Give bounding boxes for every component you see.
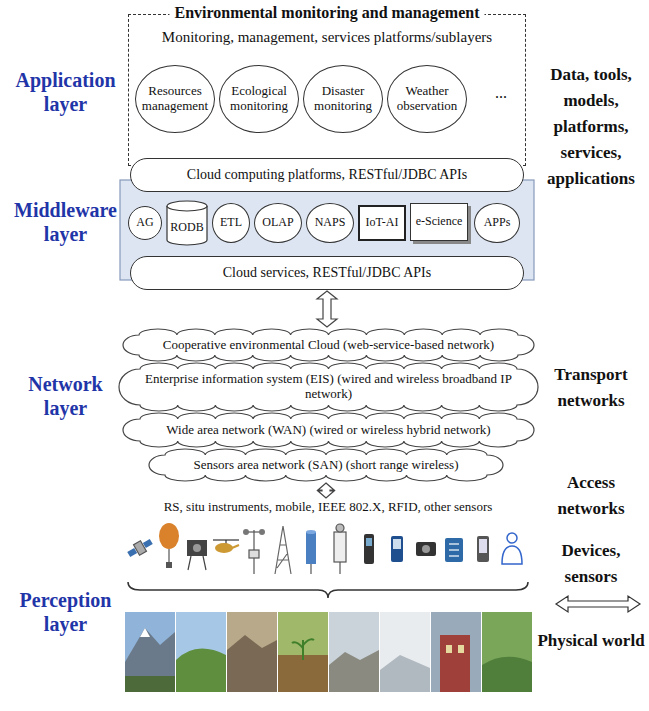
camera-box-icon: [187, 540, 207, 570]
side-label: Devices, sensors: [536, 538, 646, 590]
layer-label: Middleware layer: [8, 198, 123, 246]
ellipse-node: Weather observation: [387, 65, 467, 133]
photo-tile: [380, 612, 430, 692]
photo-tile: [227, 612, 277, 692]
node-text: AG: [136, 216, 153, 229]
node-text: ETL: [220, 216, 242, 229]
side-label: Transport networks: [536, 362, 646, 414]
brace: [128, 582, 528, 598]
side-label: Data, tools, models, platforms, services…: [536, 62, 646, 192]
node-text: Enterprise information system (EIS) (wir…: [144, 372, 513, 401]
module-box: e-Science: [410, 203, 468, 241]
side-label: Physical world: [536, 628, 646, 654]
database-cylinder: RODB: [166, 200, 208, 246]
node-text: Ecological monitoring: [223, 84, 295, 113]
node-text: Wide area network (WAN) (wired or wirele…: [166, 423, 490, 438]
helicopter-icon: [213, 540, 239, 553]
cloud-shape: [149, 449, 503, 481]
balloon-icon: [159, 523, 179, 568]
photo-tile: [482, 612, 532, 692]
app-layer-box: Environmental monitoring and managementM…: [128, 14, 526, 166]
photo-tile: [176, 612, 226, 692]
rfid-card-icon: [445, 538, 463, 562]
layer-label: Application layer: [8, 68, 123, 116]
note-label: ...: [484, 84, 518, 102]
ellipse-node: AG: [128, 206, 162, 240]
double-arrow: [318, 483, 334, 498]
photo-tile: [431, 612, 481, 692]
ellipse-node: Ecological monitoring: [219, 65, 299, 133]
node-text: Weather observation: [391, 84, 463, 113]
gauge-icon: [306, 530, 316, 574]
double-arrow-connector: [317, 291, 337, 327]
side-label: Access networks: [536, 470, 646, 522]
node-text: APPs: [484, 216, 511, 229]
api-bar: Cloud computing platforms, RESTful/JDBC …: [130, 158, 524, 192]
ellipse-node: Resources management: [135, 65, 215, 133]
node-text: RODB: [170, 221, 203, 234]
cylinder-body: [167, 206, 207, 245]
node-text: Sensors area network (SAN) (short range …: [194, 458, 459, 473]
cloud-shape: [119, 363, 538, 411]
node-text: e-Science: [416, 215, 463, 228]
camera-icon: [416, 542, 436, 556]
node-text: OLAP: [262, 216, 293, 229]
network-cloud: Cooperative environmental Cloud (web-ser…: [122, 328, 535, 362]
weather-station-icon: [243, 529, 265, 574]
photo-tile: [278, 612, 328, 692]
double-arrow: [556, 596, 640, 612]
node-text: Cloud computing platforms, RESTful/JDBC …: [187, 167, 467, 183]
device-icons: [126, 523, 522, 574]
node-text: NAPS: [315, 216, 346, 229]
ellipse-node: OLAP: [254, 203, 302, 243]
photo-tile: [329, 612, 379, 692]
photo-strip: [125, 612, 532, 692]
ellipse-node: APPs: [474, 203, 520, 243]
network-cloud: Sensors area network (SAN) (short range …: [148, 448, 504, 482]
cloud-shape: [123, 413, 534, 447]
photo-tile: [125, 612, 175, 692]
ellipse-node: NAPS: [306, 203, 354, 243]
node-text: Cooperative environmental Cloud (web-ser…: [163, 338, 494, 353]
node-text: Resources management: [139, 84, 211, 113]
layer-label: Network layer: [8, 372, 123, 420]
cylinder-top: [167, 201, 207, 211]
note-label: RS, situ instruments, mobile, IEEE 802.X…: [118, 499, 538, 515]
person-icon: [502, 533, 522, 564]
handheld-icon: [364, 534, 374, 564]
network-cloud: Wide area network (WAN) (wired or wirele…: [122, 412, 535, 448]
ellipse-node: Disaster monitoring: [303, 65, 383, 133]
ellipse-node: ETL: [212, 203, 250, 243]
layer-label: Perception layer: [8, 588, 123, 636]
network-cloud: Enterprise information system (EIS) (wir…: [118, 362, 539, 412]
cloud-shape: [123, 329, 534, 361]
mobile-icon: [477, 536, 489, 562]
node-text: Cloud services, RESTful/JDBC APIs: [223, 265, 431, 281]
instrument-icon: [334, 524, 346, 574]
node-text: IoT-AI: [366, 216, 399, 229]
phone-icon: [391, 536, 403, 562]
tower-icon: [275, 526, 291, 574]
api-bar: Cloud services, RESTful/JDBC APIs: [130, 256, 524, 290]
satellite-icon: [126, 536, 155, 559]
layer-heading: Environmental monitoring and management: [169, 4, 484, 22]
module-box: IoT-AI: [358, 205, 406, 241]
node-text: Disaster monitoring: [307, 84, 379, 113]
node-text: Monitoring, management, services platfor…: [129, 29, 525, 46]
